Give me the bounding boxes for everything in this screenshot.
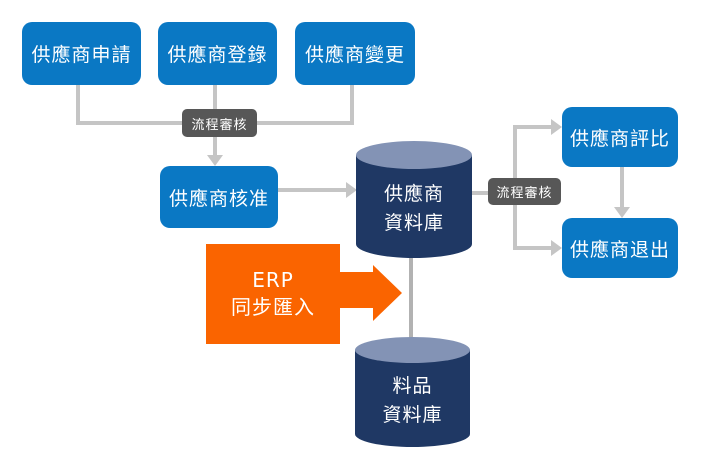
arrowhead-approve-to-db-icon xyxy=(346,182,357,198)
node-supplier-exit: 供應商退出 xyxy=(562,218,678,278)
erp-import-arrow-icon xyxy=(340,265,402,321)
material-database-line1: 料品 xyxy=(392,375,433,397)
node-supplier-evaluate-label: 供應商評比 xyxy=(569,127,670,150)
connector-branch-to-evaluate xyxy=(513,125,552,129)
node-supplier-evaluate: 供應商評比 xyxy=(562,107,678,167)
connector-branch-to-exit xyxy=(513,246,552,250)
node-supplier-change-label: 供應商變更 xyxy=(304,44,405,66)
node-supplier-approve-label: 供應商核准 xyxy=(168,187,269,210)
node-supplier-approve: 供應商核准 xyxy=(160,166,278,228)
erp-import-block: ERP 同步匯入 xyxy=(206,244,340,344)
badge-process-review-left: 流程審核 xyxy=(182,109,257,137)
connector-apply-down xyxy=(76,85,80,125)
arrowhead-to-evaluate-icon xyxy=(551,119,562,135)
connector-register-down xyxy=(213,85,217,113)
connector-review-to-approve xyxy=(213,137,217,156)
node-supplier-change: 供應商變更 xyxy=(295,22,415,85)
badge-process-review-left-label: 流程審核 xyxy=(191,117,248,133)
connector-evaluate-to-exit xyxy=(620,167,624,208)
node-supplier-exit-label: 供應商退出 xyxy=(569,238,670,261)
node-supplier-apply: 供應商申請 xyxy=(22,22,141,85)
material-database-line2: 資料庫 xyxy=(382,404,443,426)
node-supplier-register-label: 供應商登錄 xyxy=(167,44,268,66)
supplier-database-line2: 資料庫 xyxy=(383,212,444,234)
node-supplier-apply-label: 供應商申請 xyxy=(31,44,132,66)
badge-process-review-right-label: 流程審核 xyxy=(496,186,553,201)
arrowhead-to-exit-icon xyxy=(551,240,562,256)
erp-import-line2: 同步匯入 xyxy=(231,295,315,319)
node-supplier-register: 供應商登錄 xyxy=(158,22,277,85)
supplier-database-label: 供應商 資料庫 xyxy=(356,168,472,250)
erp-import-line1: ERP xyxy=(252,268,294,292)
arrowhead-review-to-approve-icon xyxy=(207,155,223,166)
supplier-database-line1: 供應商 xyxy=(383,183,444,205)
connector-db-to-material-db xyxy=(409,257,413,338)
badge-process-review-right: 流程審核 xyxy=(488,178,561,205)
connector-approve-to-db xyxy=(278,188,347,192)
database-cylinder-icon xyxy=(356,141,472,258)
database-cylinder-icon xyxy=(355,337,470,447)
material-database-label: 料品 資料庫 xyxy=(355,362,470,440)
arrowhead-evaluate-to-exit-icon xyxy=(614,207,630,218)
connector-change-down xyxy=(350,85,354,125)
